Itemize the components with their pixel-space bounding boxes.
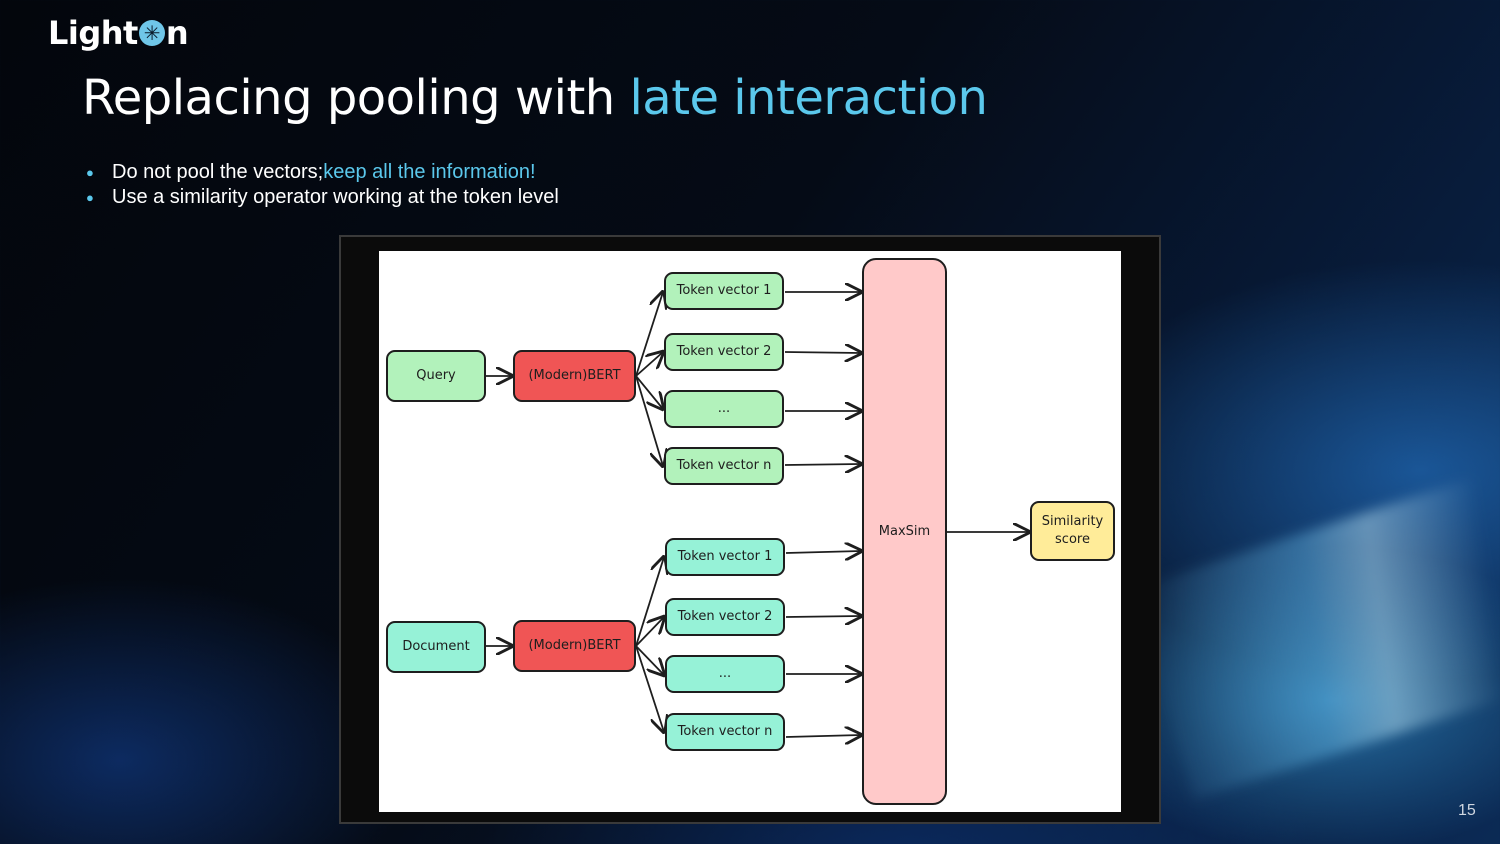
- arrow-bert-to-qtoken-2: [635, 352, 663, 377]
- logo-text-part1: Light: [48, 14, 138, 52]
- arrow-qtoken-4-to-maxsim: [784, 464, 861, 465]
- background-light-streak: [1126, 460, 1500, 800]
- document-token-vector-1: Token vector 1: [665, 538, 785, 576]
- document-encoder-node: (Modern)BERT: [513, 620, 636, 672]
- diagram-connectors: [486, 251, 1121, 812]
- query-token-ellipsis: ...: [664, 390, 784, 428]
- logo-text-part2: n: [165, 14, 189, 52]
- arrow-dtoken-1-to-maxsim: [785, 551, 861, 553]
- logo-star-icon: ✳: [138, 20, 165, 46]
- query-token-vector-2: Token vector 2: [664, 333, 784, 371]
- query-token-vector-n: Token vector n: [664, 447, 784, 485]
- maxsim-node: MaxSim: [862, 258, 947, 805]
- arrow-bert-to-dtoken-3: [635, 645, 664, 675]
- bullet-text: Use a similarity operator working at the…: [112, 186, 559, 208]
- document-node: Document: [386, 621, 486, 673]
- query-node: Query: [386, 350, 486, 402]
- bullet-dot-icon: ●: [86, 190, 94, 205]
- diagram-canvas: Query (Modern)BERT Token vector 1 Token …: [379, 251, 1121, 812]
- slide-title: Replacing pooling with late interaction: [82, 70, 988, 126]
- arrow-dtoken-2-to-maxsim: [785, 616, 861, 617]
- document-token-vector-n: Token vector n: [665, 713, 785, 751]
- arrow-qtoken-2-to-maxsim: [784, 352, 861, 353]
- similarity-score-node: Similarity score: [1030, 501, 1115, 561]
- arrow-dtoken-4-to-maxsim: [785, 735, 861, 737]
- title-main: Replacing pooling with: [82, 70, 630, 126]
- arrow-bert-to-qtoken-3: [635, 375, 663, 409]
- bullet-item: ● Use a similarity operator working at t…: [86, 185, 559, 210]
- arrow-bert-to-dtoken-1: [635, 557, 664, 647]
- lighton-logo: Light ✳ n: [48, 14, 189, 52]
- arrow-bert-to-dtoken-4: [635, 645, 664, 732]
- bullet-accent-text: keep all the information!: [323, 161, 536, 183]
- title-accent: late interaction: [629, 70, 988, 126]
- bullet-list: ● Do not pool the vectors; keep all the …: [86, 160, 559, 210]
- arrow-bert-to-dtoken-2: [635, 617, 664, 647]
- page-number: 15: [1458, 802, 1476, 819]
- document-token-ellipsis: ...: [665, 655, 785, 693]
- bullet-item: ● Do not pool the vectors; keep all the …: [86, 160, 559, 185]
- arrow-bert-to-qtoken-1: [635, 292, 663, 377]
- bullet-dot-icon: ●: [86, 165, 94, 180]
- bullet-text: Do not pool the vectors;: [112, 161, 324, 183]
- query-token-vector-1: Token vector 1: [664, 272, 784, 310]
- arrow-bert-to-qtoken-4: [635, 375, 663, 466]
- document-token-vector-2: Token vector 2: [665, 598, 785, 636]
- query-encoder-node: (Modern)BERT: [513, 350, 636, 402]
